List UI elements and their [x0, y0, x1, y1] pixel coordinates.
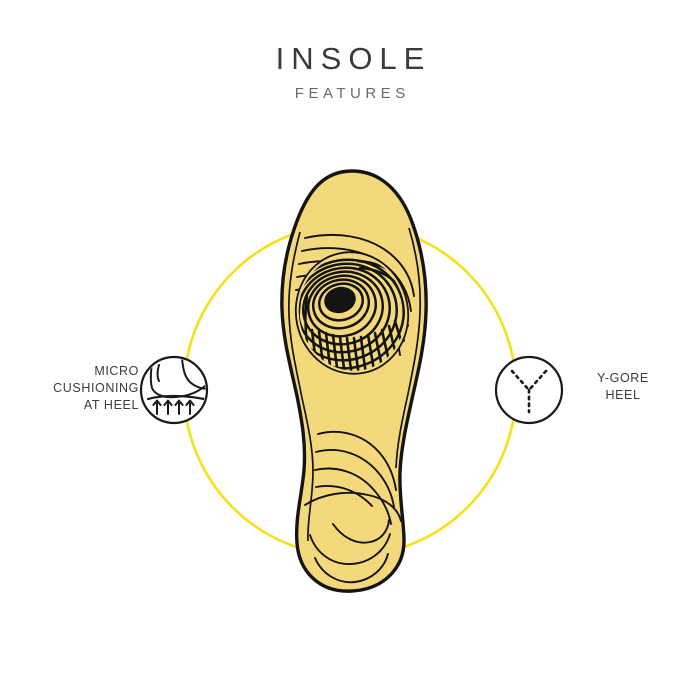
arch-contour-line [287, 231, 314, 542]
page-title-block: INSOLE FEATURES [0, 40, 700, 106]
heel-right-contour-line [395, 227, 422, 469]
callout-label-micro-cushioning: MICRO CUSHIONING AT HEEL [53, 364, 139, 412]
y-gore-icon[interactable] [494, 355, 564, 425]
page-subtitle: FEATURES [294, 85, 410, 102]
forefoot-flex-arcs [314, 430, 397, 525]
insole-outline [280, 169, 428, 593]
insole-body [280, 169, 428, 593]
heel-arrows-icon[interactable] [139, 355, 209, 425]
toe-wave-arcs [304, 491, 402, 584]
page-title: INSOLE [275, 41, 432, 76]
callout-label-y-gore: Y-GORE HEEL [597, 371, 649, 402]
